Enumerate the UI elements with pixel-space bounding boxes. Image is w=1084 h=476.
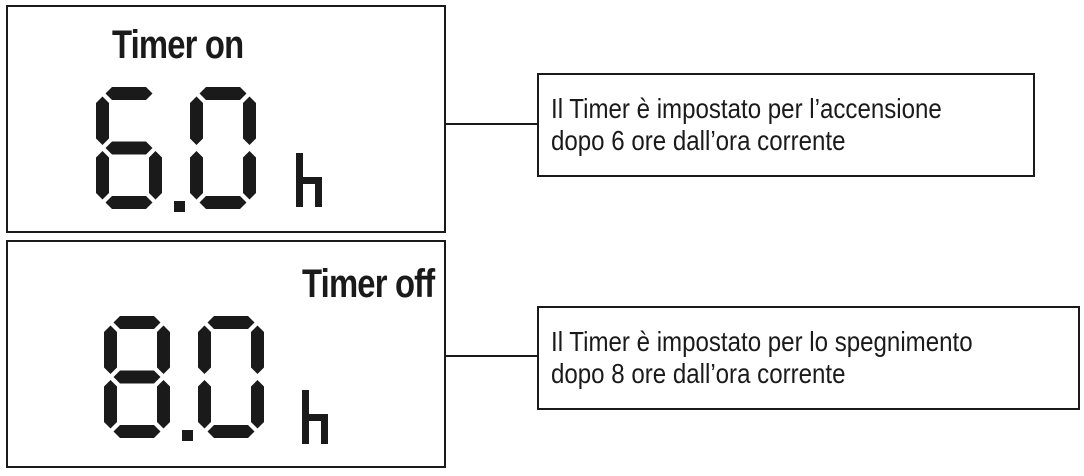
timer-on-digit-2 (190, 87, 256, 209)
unit-h-leg (315, 177, 322, 207)
segment-middle (105, 141, 153, 155)
timer-on-callout-line-2: dopo 6 ore dall’ora corrente (551, 125, 846, 156)
timer-off-panel: Timer off (6, 240, 446, 468)
timer-on-label: Timer on (112, 23, 244, 67)
timer-off-connector-line (446, 355, 538, 357)
timer-off-callout: Il Timer è impostato per lo spegnimento … (537, 306, 1080, 410)
unit-h-leg (321, 414, 328, 444)
timer-on-lcd-display (96, 87, 322, 212)
unit-h-arch (296, 177, 322, 184)
segment-upper-right (251, 325, 264, 374)
segment-bottom (105, 196, 153, 209)
timer-on-decimal-point (174, 201, 185, 212)
timer-on-callout: Il Timer è impostato per l’accensione do… (537, 73, 1035, 177)
timer-on-unit-h (296, 153, 322, 207)
timer-off-digit-2 (198, 316, 264, 438)
timer-off-decimal-point (182, 430, 193, 441)
segment-bottom (199, 196, 247, 209)
segment-upper-right (243, 96, 256, 145)
timer-off-callout-line-2: dopo 8 ore dall’ora corrente (551, 358, 846, 389)
timer-off-label: Timer off (301, 262, 435, 306)
timer-on-connector-line (446, 123, 538, 125)
segment-lower-right (251, 380, 264, 429)
segment-middle (113, 370, 161, 384)
timer-off-digit-1 (104, 316, 170, 438)
segment-lower-left (198, 380, 211, 429)
segment-upper-left (198, 325, 211, 374)
timer-on-panel: Timer on (6, 5, 446, 233)
segment-upper-left (104, 325, 117, 374)
segment-upper-left (190, 96, 203, 145)
segment-top (105, 87, 153, 100)
segment-lower-right (157, 380, 170, 429)
segment-upper-right (157, 325, 170, 374)
segment-lower-left (190, 151, 203, 200)
segment-lower-right (149, 151, 162, 200)
timer-on-digit-1 (96, 87, 162, 209)
segment-upper-left (96, 96, 109, 145)
segment-lower-right (243, 151, 256, 200)
decimal-dot (174, 201, 185, 212)
timer-off-lcd-display (104, 316, 328, 444)
segment-lower-left (104, 380, 117, 429)
segment-top (113, 316, 161, 329)
timer-on-callout-line-1: Il Timer è impostato per l’accensione (551, 93, 942, 124)
decimal-dot (182, 430, 193, 441)
segment-bottom (113, 425, 161, 438)
timer-off-unit-h (302, 390, 328, 444)
unit-h-arch (302, 414, 328, 421)
segment-lower-left (96, 151, 109, 200)
segment-top (207, 316, 255, 329)
segment-top (199, 87, 247, 100)
timer-off-callout-line-1: Il Timer è impostato per lo spegnimento (551, 326, 973, 357)
segment-bottom (207, 425, 255, 438)
